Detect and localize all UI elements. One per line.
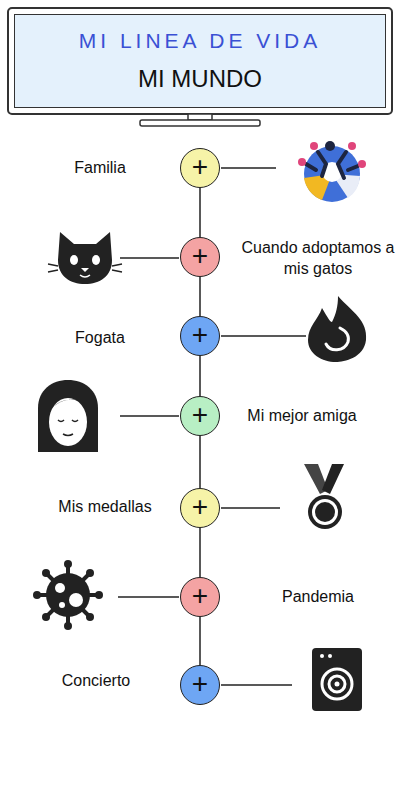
plus-sign: + [192,401,208,429]
virus-icon [33,560,103,630]
monitor-neck [188,114,212,120]
leader-line [221,167,276,169]
leader-line [120,415,179,417]
plus-sign: + [192,670,208,698]
timeline-label: Mi mejor amiga [232,406,372,427]
family-icon [298,141,366,202]
leader-line [221,507,280,509]
leader-line [120,257,179,259]
timeline-label: Concierto [36,671,156,692]
plus-sign: + [192,153,208,181]
leader-line [221,335,306,337]
timeline-circle: + [180,237,220,277]
timeline-label: Cuando adoptamos a mis gatos [240,238,396,280]
timeline-line [199,188,201,237]
timeline-circle: + [180,577,220,617]
timeline-line [199,436,201,488]
timeline-circle: + [180,665,220,705]
timeline-circle: + [180,148,220,188]
speaker-icon [312,648,362,711]
timeline-label: Fogata [40,328,160,349]
timeline-circle: + [180,488,220,528]
cat-icon [48,232,122,284]
plus-sign: + [192,582,208,610]
plus-sign: + [192,493,208,521]
timeline-circle: + [180,316,220,356]
leader-line [221,684,292,686]
timeline-line [199,356,201,396]
title-text: MI LINEA DE VIDA [79,29,322,53]
timeline-circle: + [180,396,220,436]
timeline-line [199,617,201,665]
plus-sign: + [192,321,208,349]
timeline-label: Pandemia [250,587,386,608]
timeline-line [199,277,201,316]
monitor-frame [8,8,392,114]
monitor-screen: MI LINEA DE VIDA MI MUNDO [14,14,386,108]
plus-sign: + [192,242,208,270]
timeline-line [199,528,201,577]
subtitle-text: MI MUNDO [138,65,262,93]
monitor-stand [140,120,260,126]
leader-line [118,596,179,598]
timeline-label: Mis medallas [40,497,170,518]
friend-icon [38,380,98,452]
medal-icon [304,464,344,529]
timeline-label: Familia [40,158,160,179]
flame-icon [308,296,366,362]
